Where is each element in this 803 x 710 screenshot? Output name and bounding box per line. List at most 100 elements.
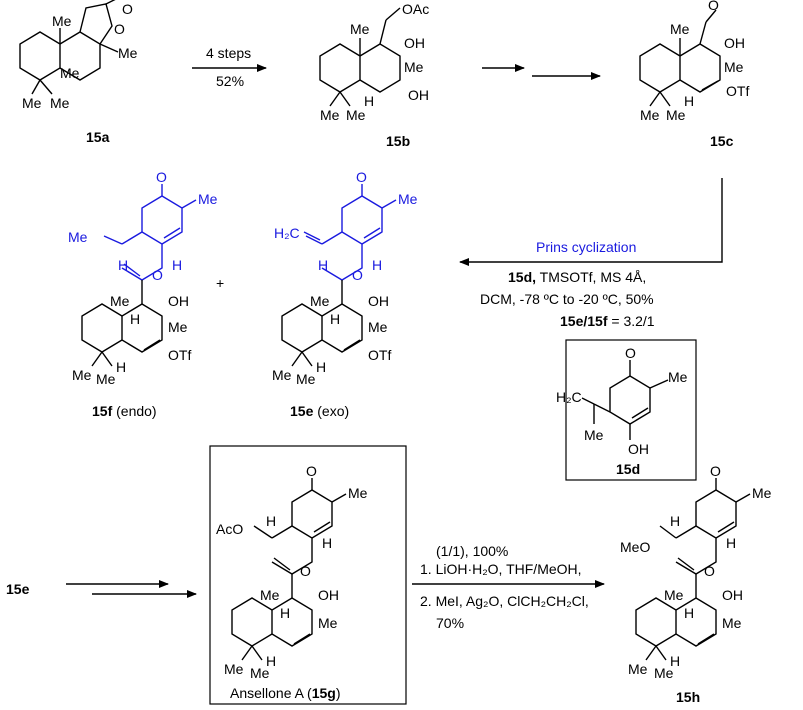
final-conditions-line1: 1. LiOH·H₂O, THF/MeOH, <box>420 561 582 577</box>
compound-15d-atoms: O Me H₂C Me OH <box>556 345 688 457</box>
atom-label: H <box>684 93 694 109</box>
atom-label: Me <box>584 427 604 443</box>
atom-label: H <box>316 359 326 375</box>
atom-label: O <box>710 463 721 479</box>
atom-label: Me <box>346 107 366 123</box>
atom-label: Me <box>168 319 188 335</box>
atom-label: OH <box>168 293 189 309</box>
atom-label: H <box>670 513 680 529</box>
atom-label: H <box>172 257 182 273</box>
atom-label: Me <box>654 665 674 681</box>
methyl-bond <box>99 43 119 53</box>
compound-label-15a: 15a <box>86 129 110 145</box>
gem-dimethyl-bond <box>31 79 41 95</box>
box-15g <box>209 445 407 705</box>
atom-label: OTf <box>726 83 749 99</box>
compound-15b-atoms: OAc OH Me OH Me H Me Me <box>320 1 429 123</box>
atom-label: Me <box>318 615 338 631</box>
atom-label: O <box>300 563 311 579</box>
compound-15h <box>635 478 751 661</box>
compound-label-15e: 15e (exo) <box>290 403 349 419</box>
ring-a <box>19 31 61 81</box>
ring-b <box>59 31 101 81</box>
prins-conditions-line1: 15d, TMSOTf, MS 4Å, <box>508 269 646 285</box>
atom-label: H <box>318 257 328 273</box>
atom-label: AcO <box>216 521 243 537</box>
atom-label: Me <box>72 367 92 383</box>
atom-label: Me <box>310 293 330 309</box>
compound-15g-atoms: O Me AcO H H O Me H OH Me H Me Me <box>216 463 368 681</box>
atom-label: H <box>130 311 140 327</box>
compound-label-15b: 15b <box>386 133 410 149</box>
atom-label: H <box>322 535 332 551</box>
compound-15f-atoms: O Me Me H H O Me H OH Me OTf H Me Me <box>68 169 218 387</box>
atom-label: Me <box>752 485 772 501</box>
atom-label: Me <box>666 107 686 123</box>
atom-label: O <box>625 345 636 361</box>
atom-label: Me <box>640 107 660 123</box>
atom-label: Me <box>670 21 690 37</box>
atom-label: Me <box>724 59 744 75</box>
atom-label: O <box>114 21 125 37</box>
atom-label: H <box>670 653 680 669</box>
compound-label-15h: 15h <box>676 689 700 705</box>
atom-label: OH <box>408 87 429 103</box>
atom-label: Me <box>398 191 418 207</box>
atom-label: Me <box>118 45 138 61</box>
atom-label: H <box>330 311 340 327</box>
atom-label: Me <box>722 615 742 631</box>
atom-label: MeO <box>620 539 650 555</box>
atom-label: Me <box>68 229 88 245</box>
atom-label: H <box>726 535 736 551</box>
atom-label: Me <box>664 587 684 603</box>
compound-15a <box>19 0 119 95</box>
prins-conditions-line2: DCM, -78 ºC to -20 ºC, 50% <box>480 291 654 307</box>
atom-label: Me <box>110 293 130 309</box>
prins-title: Prins cyclization <box>536 239 636 255</box>
atom-label: O <box>152 267 163 283</box>
arrow-condition-below: 52% <box>216 73 244 89</box>
compound-15f <box>81 184 197 367</box>
compound-15d <box>581 360 669 440</box>
final-conditions-line2: (1/1), 100% <box>436 543 508 559</box>
atom-label: H <box>684 605 694 621</box>
compound-15c <box>639 9 721 107</box>
atom-label: OH <box>368 293 389 309</box>
atom-label: Me <box>52 13 72 29</box>
atom-label: Me <box>50 95 70 111</box>
atom-label: Me <box>272 367 292 383</box>
atom-label: O <box>122 1 133 17</box>
atom-label: OTf <box>368 347 391 363</box>
atom-label: OTf <box>168 347 191 363</box>
atom-label: Me <box>368 319 388 335</box>
atom-label: OH <box>724 35 745 51</box>
box-15d <box>565 339 697 481</box>
compound-label-15d: 15d <box>616 461 640 477</box>
atom-label: Me <box>350 21 370 37</box>
final-conditions-line4: 70% <box>436 615 464 631</box>
atom-label: H <box>280 605 290 621</box>
atom-label: Me <box>60 65 80 81</box>
atom-label: OH <box>628 441 649 457</box>
compound-15c-atoms: O OH Me OTf Me H Me Me <box>640 0 749 123</box>
atom-label: H <box>118 257 128 273</box>
atom-label: Me <box>628 661 648 677</box>
atom-label: H <box>266 513 276 529</box>
atom-label: Me <box>250 665 270 681</box>
atom-label: O <box>356 169 367 185</box>
atom-label: OH <box>318 587 339 603</box>
atom-label: Me <box>260 587 280 603</box>
lactone-ring <box>79 3 113 45</box>
atom-label: Me <box>668 369 688 385</box>
atom-label: O <box>352 267 363 283</box>
plus-sign: + <box>216 275 224 291</box>
atom-label: Me <box>320 107 340 123</box>
carbonyl-bond <box>105 0 116 5</box>
atom-label: Me <box>198 191 218 207</box>
atom-label: H₂C <box>274 225 300 241</box>
caption-15g: Ansellone A (15g) <box>230 685 341 701</box>
atom-label: Me <box>22 95 42 111</box>
gem-dimethyl-bond <box>39 79 53 95</box>
